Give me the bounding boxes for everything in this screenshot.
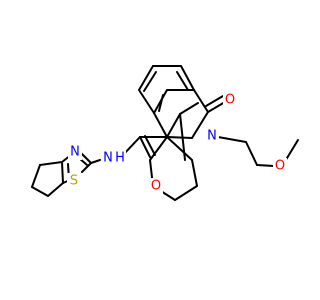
lactam-ring — [166, 89, 226, 139]
cyclopentane-ring — [31, 161, 64, 197]
structure-canvas: N S N H O O N O — [31, 65, 299, 201]
amide-oxygen-label: O — [151, 179, 161, 194]
amide-hydrogen-label: H — [115, 151, 125, 166]
molecule-structure: N S N H O O N O — [31, 65, 299, 201]
lactam-nitrogen-label: N — [207, 129, 217, 144]
amide-nitrogen-label: N — [103, 151, 113, 166]
benzene-ring — [138, 65, 195, 138]
thiazole-nitrogen-label: N — [70, 145, 80, 160]
spiro-bonds — [139, 102, 199, 161]
atom-labels: N S N H O O N O — [67, 92, 287, 194]
thiazole-sulfur-label: S — [70, 174, 78, 189]
ether-oxygen-label: O — [275, 159, 285, 174]
lactam-oxygen-label: O — [225, 93, 235, 108]
